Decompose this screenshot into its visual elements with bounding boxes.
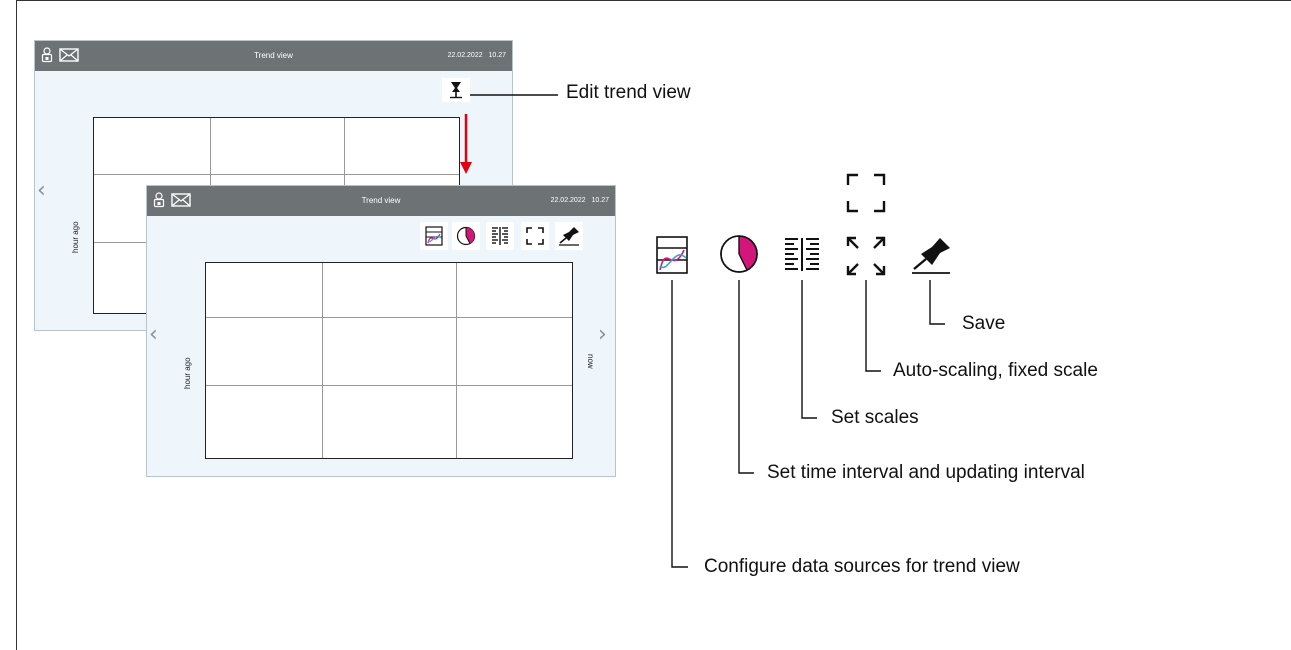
callout-save: Save — [962, 313, 1006, 334]
data-sources-icon — [425, 226, 443, 246]
fixed-scale-icon — [846, 173, 886, 213]
datetime: 22.02.2022 10.27 — [551, 197, 609, 204]
callout-edit-trend-view: Edit trend view — [566, 82, 691, 103]
trend-plot — [205, 262, 573, 459]
transition-arrow — [460, 114, 472, 174]
envelope-icon[interactable] — [59, 47, 79, 63]
chevron-left-icon[interactable]: ‹ — [37, 178, 46, 203]
autoscale-icon — [846, 236, 886, 276]
date-text: 22.02.2022 — [447, 52, 483, 59]
y-axis-label-left: hour ago — [71, 221, 80, 253]
autoscale-icon — [526, 227, 544, 245]
callout-configure-data-sources: Configure data sources for trend view — [704, 556, 1020, 577]
document-frame — [16, 0, 1291, 650]
set-scales-button[interactable] — [486, 222, 514, 250]
callout-set-time-interval: Set time interval and updating interval — [767, 462, 1085, 483]
time-interval-button[interactable] — [452, 222, 480, 250]
trend-view-screen-front: Trend view 22.02.2022 10.27 — [146, 185, 616, 477]
chevron-right-icon[interactable]: › — [598, 322, 607, 347]
scales-icon — [492, 227, 508, 245]
data-sources-button[interactable] — [420, 222, 448, 250]
leader-edit-trend-view — [470, 94, 558, 96]
time-text: 10.27 — [488, 52, 506, 59]
datetime: 22.02.2022 10.27 — [448, 52, 506, 59]
save-pin-icon — [559, 227, 579, 246]
callout-auto-scaling: Auto-scaling, fixed scale — [893, 360, 1098, 381]
save-pin-icon — [910, 236, 954, 276]
clock-interval-icon — [456, 226, 476, 246]
pin-icon — [450, 82, 462, 99]
user-lock-icon[interactable] — [41, 47, 53, 63]
scales-icon — [784, 237, 820, 273]
screen-title: Trend view — [254, 51, 293, 60]
user-lock-icon[interactable] — [153, 192, 165, 208]
data-sources-icon — [656, 236, 688, 274]
screen-title: Trend view — [361, 196, 401, 205]
date-text: 22.02.2022 — [550, 197, 586, 204]
titlebar: Trend view 22.02.2022 10.27 — [35, 41, 512, 71]
clock-interval-icon — [719, 234, 759, 274]
callout-set-scales: Set scales — [831, 407, 919, 428]
time-text: 10.27 — [591, 197, 609, 204]
envelope-icon[interactable] — [171, 192, 191, 208]
y-axis-label-left: hour ago — [183, 357, 192, 389]
autoscale-button[interactable] — [521, 222, 549, 250]
titlebar: Trend view 22.02.2022 10.27 — [147, 186, 615, 216]
leader-lines — [671, 280, 945, 568]
edit-trend-view-button[interactable] — [442, 78, 470, 102]
y-axis-label-right: now — [586, 354, 595, 369]
save-button[interactable] — [555, 222, 583, 250]
chevron-left-icon[interactable]: ‹ — [149, 322, 158, 347]
